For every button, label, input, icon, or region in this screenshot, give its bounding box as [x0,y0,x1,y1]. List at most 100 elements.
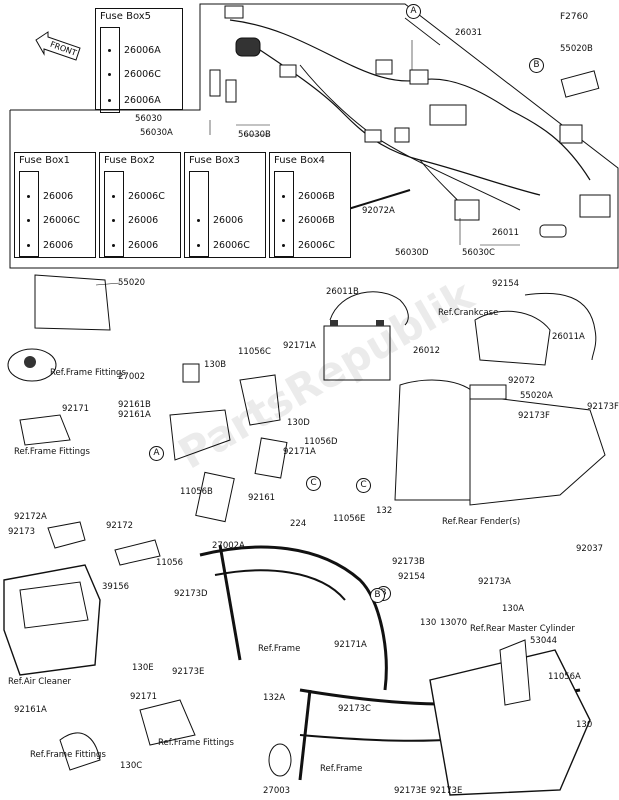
fuse-part-number: 26006C [124,69,161,80]
part-label: Ref.Rear Master Cylinder [470,624,575,634]
fuse-dot [27,244,30,247]
fuse-strip [189,171,209,257]
fuse-part-number: 26006C [43,215,80,226]
part-label: 92161 [248,493,276,503]
part-label: 27002 [118,372,146,382]
fuse-box: Fuse Box1 26006 26006C 26006 [14,152,96,258]
part-label: 130D [287,418,310,428]
part-label: 92173D [174,589,208,599]
part-label: 92161A [118,410,151,420]
fuse-box-title: Fuse Box2 [104,155,156,166]
fuse-dot [197,244,200,247]
fuse-dot [108,49,111,52]
fuse-part-number: 26006C [128,191,165,202]
part-label: 55020B [560,44,593,54]
part-label: Ref.Frame Fittings [158,738,234,748]
part-label: 55020 [118,278,146,288]
part-label: 92173F [587,402,619,412]
fuse-part-number: 26006C [298,240,335,251]
part-label: Ref.Rear Fender(s) [442,517,521,527]
part-label: 92171 [130,692,158,702]
fuse-box-title: Fuse Box1 [19,155,71,166]
fuse-dot [282,219,285,222]
fuse-box: Fuse Box4 26006B 26006B 26006C [269,152,351,258]
fuse-strip [274,171,294,257]
diagram-code: F2760 [560,12,589,22]
fuse-part-number: 26006A [124,45,161,56]
part-label: 130E [132,663,154,673]
fuse-strip [19,171,39,257]
fuse-dot [112,219,115,222]
reference-callout: A [149,446,164,461]
part-label: 92161A [14,705,47,715]
part-label: 11056C [238,347,271,357]
part-label: 92154 [398,572,426,582]
fuse-dot [108,73,111,76]
reference-callout: B [529,58,544,73]
part-label: 130B [204,360,227,370]
part-label: 56030D [395,248,429,258]
part-label: 26031 [455,28,483,38]
part-label: Ref.Frame [258,644,301,654]
part-label: 130 [576,720,593,730]
front-arrow-icon: FRONT [34,30,84,64]
fuse-part-number: 26006 [43,240,74,251]
fuse-part-number: 26006B [298,215,335,226]
part-label: 55020A [520,391,553,401]
fuse-dot [27,219,30,222]
fuse-dot [108,99,111,102]
fuse-part-number: 26006A [124,95,161,106]
part-label: 92037 [576,544,604,554]
part-label: 92173A [478,577,511,587]
part-label: Ref.Frame Fittings [14,447,90,457]
reference-callout: B [370,588,385,603]
fuse-strip [100,27,120,113]
fuse-part-number: 26006C [213,240,250,251]
part-label: 92173E [172,667,205,677]
fuse-dot [27,195,30,198]
part-label: 11056 [156,558,184,568]
fuse-part-number: 26006 [43,191,74,202]
part-label: 56030C [462,248,495,258]
part-label: 92161B [118,400,151,410]
part-label: 130C [120,761,143,771]
fuse-part-number: 26006 [128,215,159,226]
part-label: 92173 [8,527,36,537]
part-label: 39156 [102,582,130,592]
part-label: 26011 [492,228,520,238]
part-label: 132 [376,506,393,516]
part-label: 92072 [508,376,536,386]
reference-callout: C [356,478,371,493]
fuse-dot [112,244,115,247]
fuse-dot [282,244,285,247]
fuse-strip [104,171,124,257]
part-label: Ref.Air Cleaner [8,677,72,687]
part-label: 92173B [392,557,425,567]
part-label: 92072A [362,206,395,216]
part-label: 92171A [334,640,367,650]
part-label: 130 [420,618,437,628]
part-label: 92173C [338,704,371,714]
part-label: 224 [290,519,307,529]
fuse-dot [282,195,285,198]
fuse-box-title: Fuse Box5 [100,11,152,22]
part-label: 26012 [413,346,441,356]
part-label: 92173E [394,786,427,796]
part-label: 26011A [552,332,585,342]
part-label: 56030B [238,130,271,140]
part-label: Ref.Frame [320,764,363,774]
fuse-box-title: Fuse Box3 [189,155,241,166]
part-label: 13070 [440,618,468,628]
part-label: Ref.Crankcase [438,308,499,318]
part-label: 132A [263,693,286,703]
fuse-part-number: 26006B [298,191,335,202]
fuse-box-title: Fuse Box4 [274,155,326,166]
part-label: 11056E [333,514,366,524]
part-label: 11056A [548,672,581,682]
part-label: 26011B [326,287,359,297]
part-label: 130A [502,604,525,614]
part-label: 92171A [283,341,316,351]
